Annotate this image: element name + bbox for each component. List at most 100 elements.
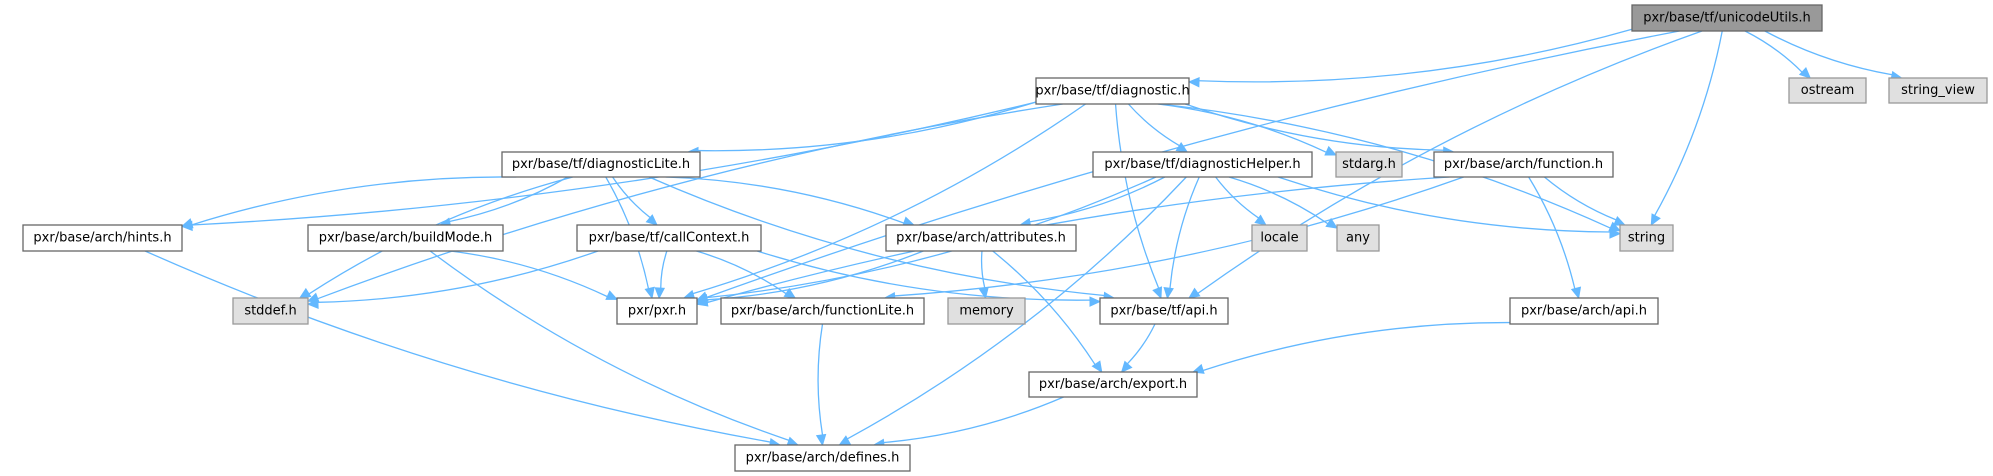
node-box: [1619, 224, 1674, 252]
edge-tfApi-to-export: [1126, 323, 1156, 365]
edge-diagnostic-to-function: [1184, 103, 1444, 151]
edge-diagnosticLite-to-buildMode: [449, 176, 569, 223]
edge-unicodeUtils-to-pxr: [706, 30, 1680, 299]
node-callContext[interactable]: pxr/base/tf/callContext.h: [576, 224, 762, 252]
edge-diagnostic-to-pxr: [692, 103, 1086, 295]
node-label: pxr/base/arch/buildMode.h: [319, 231, 493, 246]
arrowhead-any: [1325, 217, 1339, 229]
node-box: [720, 297, 925, 325]
arrowhead-ostream: [1798, 66, 1812, 79]
node-box: [501, 151, 701, 178]
arrowhead-export: [1091, 360, 1103, 374]
node-diagnostic[interactable]: pxr/base/tf/diagnostic.h: [1035, 77, 1190, 105]
arrowhead-tfApi: [1152, 286, 1163, 300]
node-label: pxr/base/tf/diagnostic.h: [1035, 84, 1189, 99]
arrowhead-string: [1613, 215, 1626, 226]
edge-unicodeUtils-to-diagnostic: [1198, 28, 1633, 83]
node-box: [1509, 297, 1659, 325]
node-label: string: [1628, 231, 1665, 246]
edge-hints-to-defines: [144, 250, 771, 443]
arrowhead-pxr: [654, 287, 666, 300]
edge-diagnosticLite-to-callContext: [612, 176, 651, 219]
edge-function-to-archApi: [1528, 176, 1576, 289]
node-label: stddef.h: [244, 304, 296, 319]
arrowhead-hints: [180, 218, 194, 229]
node-memory: memory: [947, 297, 1026, 325]
node-label: pxr/base/arch/function.h: [1444, 157, 1603, 172]
node-box: [1336, 224, 1380, 252]
edge-unicodeUtils-to-ostream: [1744, 30, 1803, 73]
arrowhead-memory: [978, 286, 989, 300]
arrowhead-tfApi: [1089, 296, 1102, 307]
arrowhead-stddef: [306, 298, 319, 310]
node-archApi[interactable]: pxr/base/arch/api.h: [1509, 297, 1659, 325]
node-diagnosticLite[interactable]: pxr/base/tf/diagnosticLite.h: [501, 151, 701, 178]
edge-attributes-to-export: [992, 250, 1096, 365]
node-box: [1888, 77, 1988, 104]
edge-diagnostic-to-stdarg: [1157, 103, 1327, 153]
node-box: [616, 297, 698, 325]
node-functionLite[interactable]: pxr/base/arch/functionLite.h: [720, 297, 925, 325]
node-label: stdarg.h: [1342, 157, 1396, 172]
edge-diagnosticLite-to-hints: [191, 176, 517, 226]
node-box: [1788, 77, 1867, 104]
node-label: pxr/base/arch/functionLite.h: [731, 304, 914, 319]
node-pxr[interactable]: pxr/pxr.h: [616, 297, 698, 325]
edge-diagnostic-to-diagnosticLite: [697, 101, 1037, 152]
node-defines[interactable]: pxr/base/arch/defines.h: [734, 444, 911, 472]
node-export[interactable]: pxr/base/arch/export.h: [1028, 371, 1198, 398]
edge-diagnostic-to-stddef: [317, 103, 1063, 300]
node-label: pxr/base/tf/diagnosticLite.h: [512, 157, 690, 172]
edge-callContext-to-functionLite: [696, 250, 787, 295]
edge-buildMode-to-defines: [429, 250, 790, 441]
node-box: [1099, 297, 1229, 325]
node-unicodeUtils[interactable]: pxr/base/tf/unicodeUtils.h: [1631, 4, 1823, 32]
node-label: pxr/base/tf/diagnosticHelper.h: [1104, 157, 1300, 172]
edges-layer: [144, 28, 1903, 450]
node-attributes[interactable]: pxr/base/arch/attributes.h: [885, 224, 1077, 252]
arrowhead-tfApi: [1187, 287, 1201, 299]
node-box: [947, 297, 1026, 325]
node-box: [1035, 77, 1190, 105]
node-stddef: stddef.h: [232, 297, 309, 325]
arrowhead-export: [1120, 360, 1133, 373]
arrowhead-diagnostic: [1187, 76, 1200, 88]
edge-diagnostic-to-string: [1159, 103, 1611, 229]
edge-diagnosticHelper-to-pxr: [706, 176, 1157, 299]
node-stdarg: stdarg.h: [1335, 151, 1403, 178]
edge-diagnosticLite-to-tfApi: [648, 176, 1105, 297]
edge-diagnostic-to-diagnosticHelper: [1127, 103, 1180, 147]
arrowhead-string: [1650, 213, 1661, 227]
node-label: pxr/base/tf/callContext.h: [589, 231, 750, 246]
node-tfApi[interactable]: pxr/base/tf/api.h: [1099, 297, 1229, 325]
node-buildMode[interactable]: pxr/base/arch/buildMode.h: [307, 224, 504, 252]
node-function[interactable]: pxr/base/arch/function.h: [1433, 151, 1614, 178]
node-diagnosticHelper[interactable]: pxr/base/tf/diagnosticHelper.h: [1092, 151, 1313, 178]
edge-buildMode-to-pxr: [450, 250, 608, 298]
arrowhead-functionLite: [783, 287, 797, 299]
edge-callContext-to-pxr: [660, 250, 668, 289]
arrowhead-locale: [1254, 214, 1267, 226]
node-string_view: string_view: [1888, 77, 1988, 104]
arrowhead-tfApi: [1163, 286, 1174, 300]
node-label: string_view: [1901, 83, 1975, 98]
node-label: pxr/base/tf/unicodeUtils.h: [1643, 11, 1811, 26]
node-label: pxr/base/arch/attributes.h: [896, 231, 1066, 246]
node-box: [1335, 151, 1403, 178]
edge-diagnosticHelper-to-any: [1228, 176, 1329, 225]
node-box: [232, 297, 309, 325]
node-any: any: [1336, 224, 1380, 252]
node-label: ostream: [1801, 83, 1855, 98]
node-box: [22, 224, 183, 252]
edge-unicodeUtils-to-string: [1654, 30, 1723, 216]
edge-archApi-to-export: [1202, 321, 1511, 372]
edge-attributes-to-pxr: [706, 250, 924, 301]
node-hints[interactable]: pxr/base/arch/hints.h: [22, 224, 183, 252]
edge-callContext-to-stddef: [317, 250, 599, 303]
node-box: [307, 224, 504, 252]
node-label: pxr/base/arch/hints.h: [33, 231, 171, 246]
edge-diagnosticHelper-to-tfApi: [1169, 176, 1200, 289]
arrowhead-defines: [815, 433, 827, 447]
edge-function-to-string: [1544, 176, 1617, 221]
